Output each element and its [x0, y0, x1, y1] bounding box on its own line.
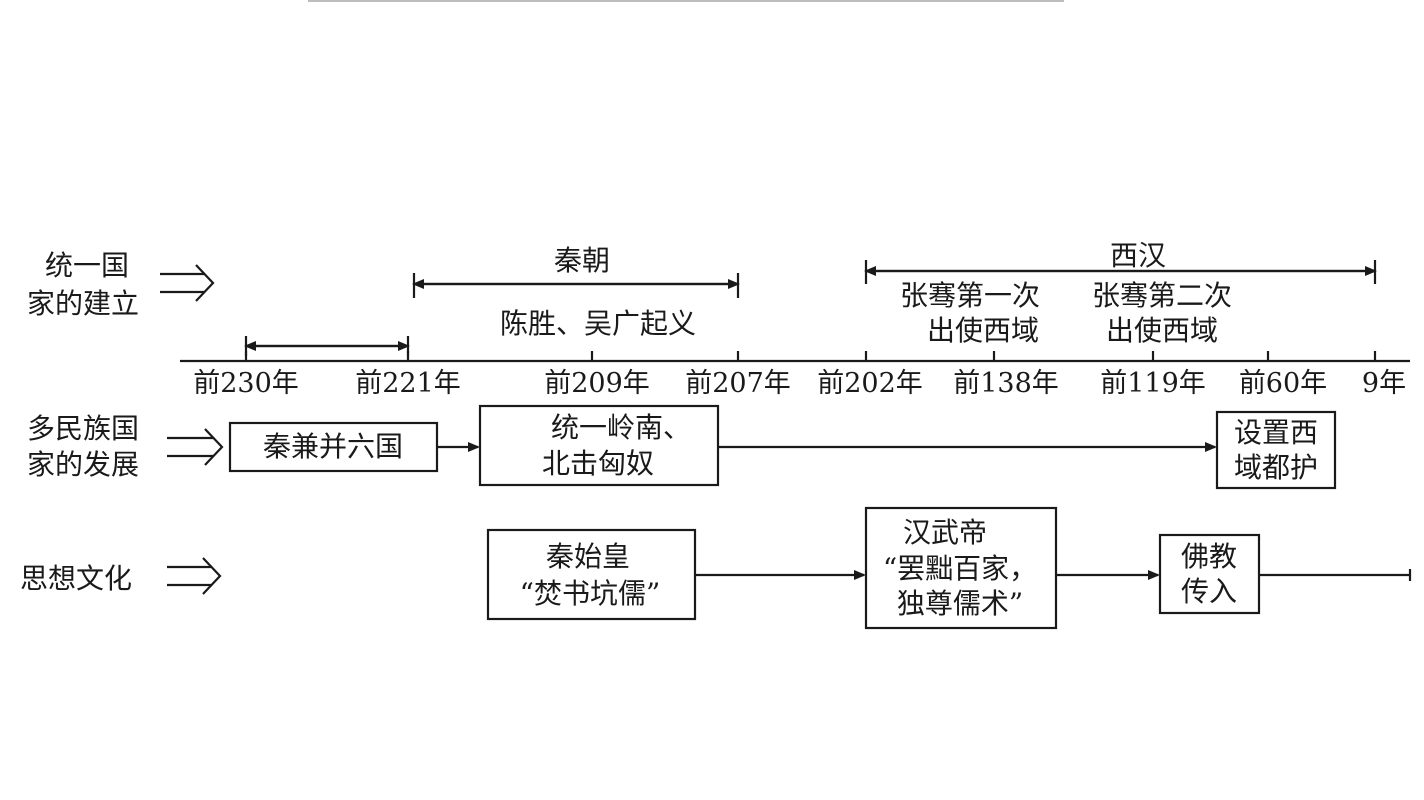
box-wudi-confucianism: 汉武帝 “罢黜百家， 独尊儒术” — [864, 506, 1058, 630]
event-zhang-qian-second-mission: 张骞第二次 出使西域 — [1092, 279, 1232, 347]
box-burn-books-line1: 秦始皇 — [546, 540, 630, 573]
year-label: 前207年 — [685, 368, 791, 399]
box-burning-books: 秦始皇 “焚书坑儒” — [486, 528, 697, 621]
box-western-regions-protectorate: 设置西 域都护 — [1215, 410, 1337, 490]
box-lingnan-line1: 统一岭南、 — [551, 411, 691, 444]
year-label: 前138年 — [953, 368, 1059, 399]
row-label-unification-line1: 统一国 — [45, 249, 129, 282]
year-label: 前202年 — [817, 368, 923, 399]
box-buddhism-introduced: 佛教 传入 — [1158, 533, 1261, 615]
box-unify-lingnan: 统一岭南、 北击匈奴 — [478, 404, 720, 487]
period-label-qin: 秦朝 — [554, 244, 610, 277]
year-label: 前230年 — [193, 368, 299, 399]
event-zhang-qian-second-line1: 张骞第二次 — [1092, 279, 1232, 312]
row-label-culture-line1: 思想文化 — [20, 562, 132, 595]
timeline-ticks — [244, 351, 1377, 361]
year-label: 前119年 — [1100, 368, 1206, 399]
event-zhang-qian-first-mission: 张骞第一次 出使西域 — [900, 279, 1040, 347]
box-wudi-line1: 汉武帝 — [903, 516, 987, 549]
year-labels: 前230年 前221年 前209年 前207年 前202年 前138年 前119… — [193, 368, 1406, 399]
period-label-western-han: 西汉 — [1110, 239, 1166, 272]
box-buddhism-line1: 佛教 — [1181, 540, 1237, 573]
box-protectorate-line2: 域都护 — [1234, 451, 1318, 484]
box-buddhism-line2: 传入 — [1181, 575, 1237, 608]
year-label: 前209年 — [544, 368, 650, 399]
row-label-unification-line2: 家的建立 — [27, 287, 139, 320]
row-label-multiethnic-line2: 家的发展 — [27, 448, 139, 481]
box-burn-books-line2: “焚书坑儒” — [520, 577, 661, 610]
row-label-multiethnic-line1: 多民族国 — [27, 412, 139, 445]
year-label: 前221年 — [355, 368, 461, 399]
event-zhang-qian-second-line2: 出使西域 — [1106, 314, 1218, 347]
event-zhang-qian-first-line1: 张骞第一次 — [900, 279, 1040, 312]
row-label-multiethnic: 多民族国 家的发展 — [27, 412, 224, 481]
period-range-unnamed — [244, 336, 410, 356]
row-label-culture: 思想文化 — [20, 557, 222, 595]
year-label: 前60年 — [1239, 368, 1327, 399]
event-chen-sheng-wu-guang-uprising: 陈胜、吴广起义 — [500, 307, 696, 340]
box-lingnan-line2: 北击匈奴 — [542, 447, 654, 480]
box-wudi-line2: “罢黜百家， — [883, 552, 1037, 585]
double-arrow-icon — [160, 264, 215, 302]
double-arrow-icon — [167, 557, 222, 595]
period-range-qin: 秦朝 — [412, 244, 740, 298]
row-label-unification: 统一国 家的建立 — [27, 249, 215, 320]
box-protectorate-line1: 设置西 — [1234, 416, 1318, 449]
period-range-western-han: 西汉 — [864, 239, 1377, 284]
double-arrow-icon — [167, 428, 224, 466]
box-qin-unify-label: 秦兼并六国 — [263, 430, 403, 463]
event-zhang-qian-first-line2: 出使西域 — [927, 314, 1039, 347]
box-qin-unify-six-states: 秦兼并六国 — [228, 421, 439, 473]
year-label: 9年 — [1362, 368, 1406, 399]
box-wudi-line3: 独尊儒术” — [897, 587, 1023, 620]
